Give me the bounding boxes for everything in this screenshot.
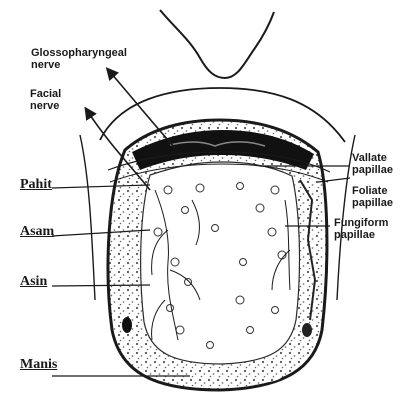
- label-foliate-line1: Foliate: [352, 186, 393, 197]
- label-glossopharyngeal-line1: Glossopharyngeal: [31, 48, 127, 59]
- label-fungiform-papillae: Fungiform papillae: [334, 218, 388, 241]
- label-fungiform-line2: papillae: [334, 230, 388, 241]
- papilla: [268, 228, 276, 236]
- label-facial-line2: nerve: [30, 101, 61, 112]
- papilla: [236, 296, 244, 304]
- papilla: [182, 207, 189, 214]
- label-glossopharyngeal-line2: nerve: [31, 60, 127, 71]
- label-facial-nerve: Facial nerve: [30, 89, 61, 112]
- papilla: [271, 186, 279, 194]
- papilla: [247, 327, 254, 334]
- label-vallate-line1: Vallate: [352, 153, 393, 164]
- label-fungiform-line1: Fungiform: [334, 218, 388, 229]
- papilla: [256, 204, 264, 212]
- label-manis: Manis: [20, 358, 57, 372]
- side-patch-right: [302, 323, 312, 337]
- pharynx-wall-left: [80, 135, 95, 300]
- label-vallate-papillae: Vallate papillae: [352, 153, 393, 176]
- label-asam: Asam: [20, 225, 54, 239]
- label-facial-line1: Facial: [30, 89, 61, 100]
- papilla: [212, 225, 219, 232]
- side-patch-left: [122, 317, 132, 333]
- papilla: [176, 326, 184, 334]
- papilla: [237, 183, 244, 190]
- label-foliate-line2: papillae: [352, 198, 393, 209]
- papilla: [164, 186, 172, 194]
- label-glossopharyngeal-nerve: Glossopharyngeal nerve: [31, 48, 127, 71]
- uvula-outline: [160, 10, 274, 78]
- papilla: [196, 184, 204, 192]
- papilla: [185, 279, 192, 286]
- papilla: [154, 228, 162, 236]
- label-foliate-papillae: Foliate papillae: [352, 186, 393, 209]
- papilla: [171, 258, 179, 266]
- papilla: [240, 259, 247, 266]
- label-pahit: Pahit: [20, 178, 52, 192]
- papilla: [167, 305, 174, 312]
- label-asin: Asin: [20, 275, 47, 289]
- label-vallate-line2: papillae: [352, 165, 393, 176]
- papilla: [272, 307, 279, 314]
- papilla: [207, 342, 214, 349]
